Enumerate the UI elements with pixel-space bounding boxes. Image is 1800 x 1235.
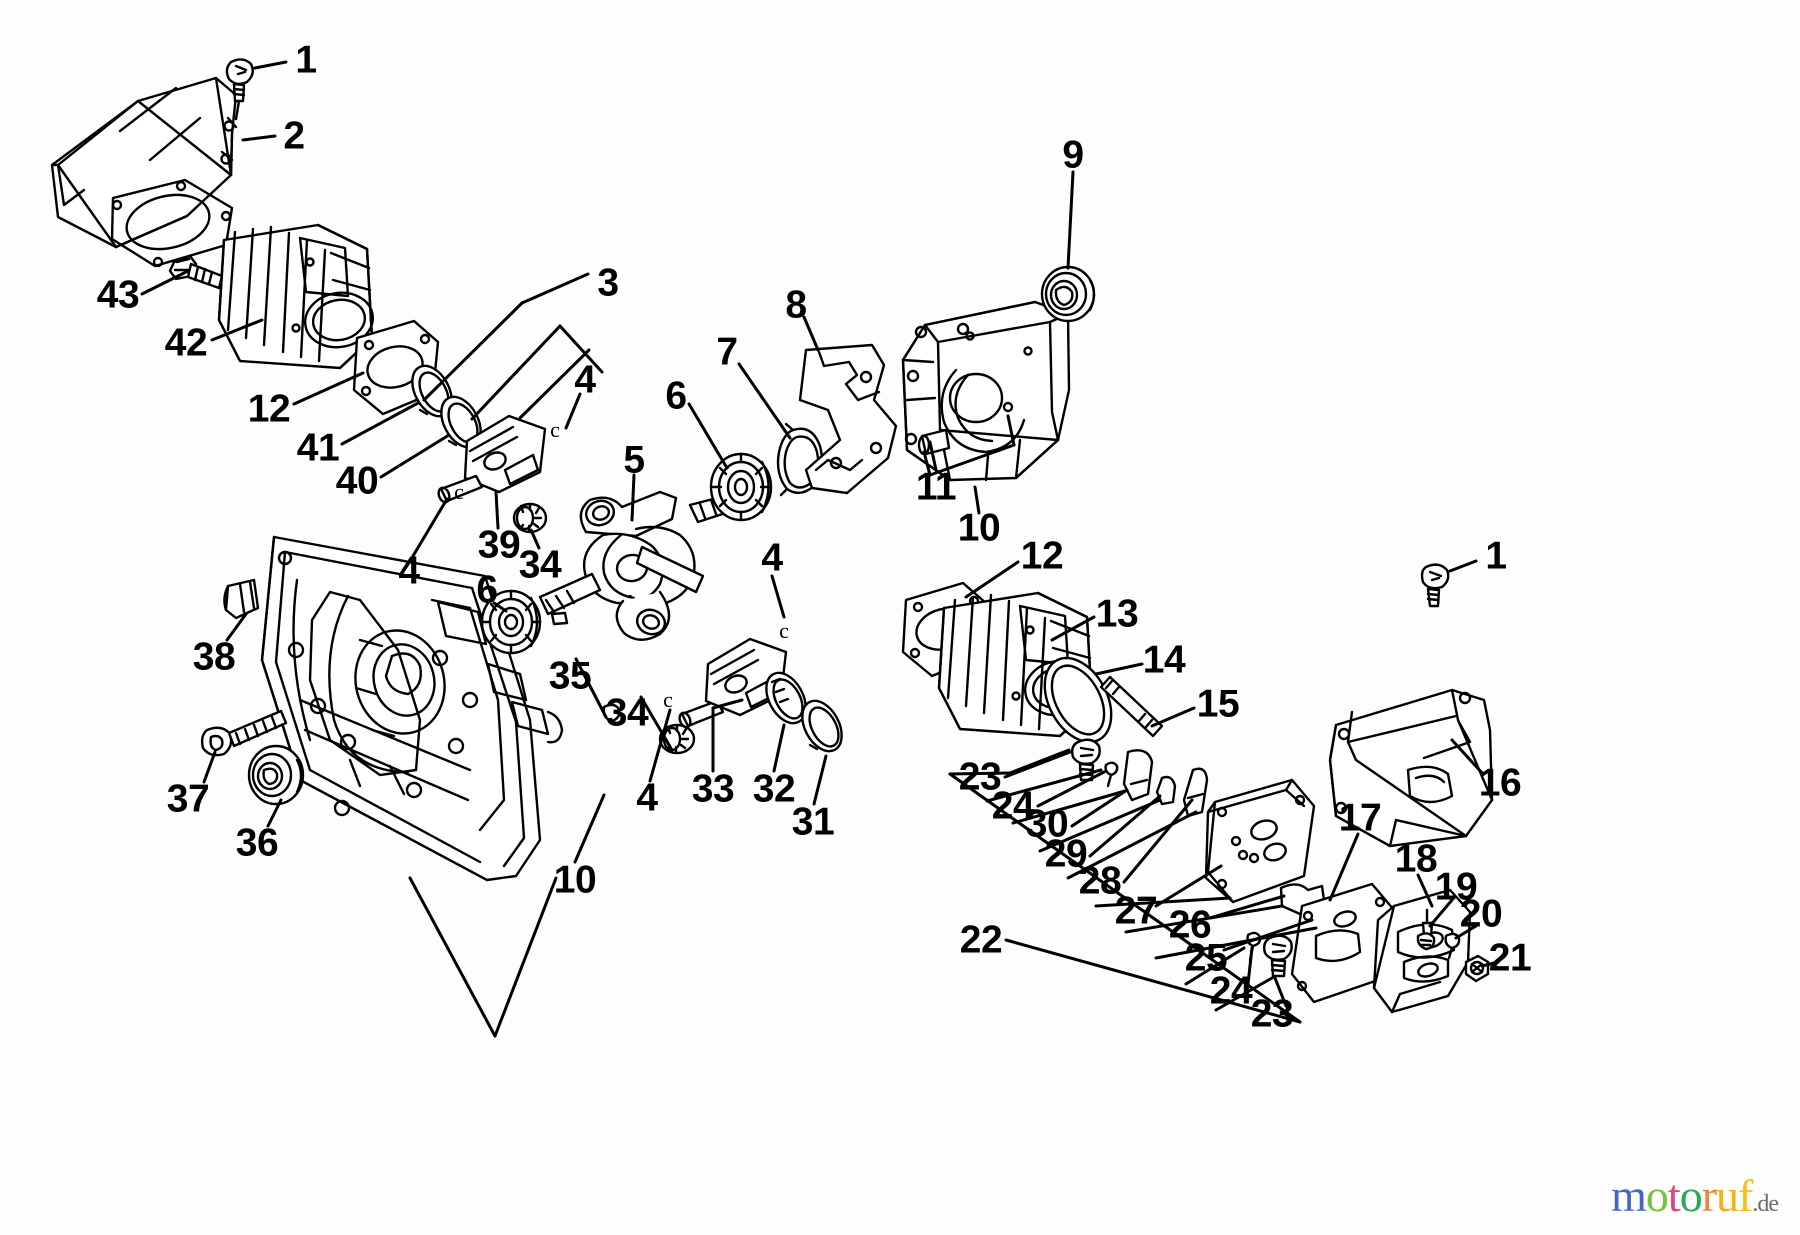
part-bolt-43 — [168, 254, 224, 290]
callout-number-41: 41 — [296, 426, 340, 470]
ring-mark-c: c — [779, 618, 789, 643]
callout-number-32: 32 — [752, 767, 796, 811]
callout-number-4: 4 — [761, 536, 783, 580]
callout-number-13: 13 — [1095, 592, 1139, 636]
part-piston-3 — [463, 414, 547, 494]
callout-number-19: 19 — [1434, 865, 1478, 909]
callout-number-40: 40 — [335, 459, 379, 503]
callout-number-31: 31 — [791, 800, 835, 844]
ring-mark-c: c — [454, 479, 464, 504]
part-air-filter-cover-left — [50, 76, 238, 268]
callout-number-16: 16 — [1478, 761, 1522, 805]
callout-number-35: 35 — [548, 654, 592, 698]
watermark-letter: o — [1679, 1170, 1703, 1221]
callout-number-2: 2 — [283, 114, 305, 158]
callout-number-25: 25 — [1184, 936, 1228, 980]
part-cylinder-42 — [217, 223, 375, 370]
callout-number-12: 12 — [247, 387, 291, 431]
callout-number-14: 14 — [1142, 638, 1186, 682]
part-crankcase-gasket-8 — [798, 343, 898, 495]
callout-number-8: 8 — [785, 283, 807, 327]
callout-number-24: 24 — [991, 784, 1035, 828]
callout-number-27: 27 — [1114, 889, 1158, 933]
watermark-letter: m — [1611, 1170, 1647, 1221]
callout-number-10: 10 — [553, 858, 597, 902]
callout-number-21: 21 — [1488, 936, 1532, 980]
watermark-suffix: .de — [1752, 1191, 1779, 1217]
callout-number-26: 26 — [1168, 903, 1212, 947]
callout-number-6: 6 — [476, 568, 498, 612]
watermark-letter: u — [1716, 1170, 1739, 1221]
part-carb-body-27 — [1204, 778, 1316, 904]
callout-number-9: 9 — [1062, 133, 1084, 177]
callout-number-6: 6 — [665, 374, 687, 418]
watermark-letter: r — [1701, 1170, 1717, 1221]
part-oil-seal-9 — [1040, 265, 1096, 323]
callout-number-12: 12 — [1020, 534, 1064, 578]
leader-lines — [140, 60, 1500, 1038]
part-crankshaft-5 — [538, 487, 758, 641]
site-watermark: motoruf.de — [1611, 1170, 1779, 1221]
part-ball-bearing-6-upper — [709, 452, 773, 522]
part-ball-bearing-6-lower — [480, 589, 542, 655]
part-crankcase-10-left — [260, 535, 564, 882]
callout-number-17: 17 — [1338, 796, 1382, 840]
ring-mark-c: c — [550, 417, 560, 442]
callout-number-15: 15 — [1196, 682, 1240, 726]
part-bushing-36 — [247, 744, 305, 806]
callout-number-22: 22 — [959, 918, 1003, 962]
part-nut-21 — [1464, 954, 1490, 983]
callout-number-30: 30 — [1025, 802, 1069, 846]
part-screw-37 — [200, 709, 288, 757]
callout-number-28: 28 — [1078, 859, 1122, 903]
part-screw-1-right — [1420, 563, 1450, 608]
callout-number-18: 18 — [1394, 837, 1438, 881]
part-valve-29 — [1155, 775, 1177, 806]
part-lever-30 — [1122, 749, 1154, 802]
callout-number-1: 1 — [1485, 534, 1507, 578]
part-pin-24-upper — [1104, 761, 1119, 788]
ring-mark-c: c — [663, 687, 673, 712]
watermark-letter: t — [1667, 1170, 1681, 1221]
part-stud-15 — [1099, 675, 1164, 738]
callout-number-43: 43 — [96, 273, 140, 317]
callout-number-42: 42 — [164, 321, 208, 365]
part-shroud-16 — [1328, 688, 1494, 848]
callout-number-10: 10 — [957, 506, 1001, 550]
callout-number-33: 33 — [691, 767, 735, 811]
callout-number-3: 3 — [597, 261, 619, 305]
callout-number-24: 24 — [1209, 969, 1253, 1013]
part-gasket-ring-14 — [1043, 656, 1113, 744]
part-screw-1-left — [225, 58, 254, 121]
callout-number-34: 34 — [518, 543, 562, 587]
callout-number-7: 7 — [716, 330, 738, 374]
part-piston-ring-32 — [765, 671, 807, 725]
callout-number-11: 11 — [915, 465, 957, 509]
part-bushing-38 — [223, 578, 260, 620]
part-screw-23-lower — [1262, 934, 1293, 978]
callout-number-4: 4 — [574, 358, 596, 402]
callout-number-23: 23 — [958, 755, 1002, 799]
callout-number-36: 36 — [235, 821, 279, 865]
part-carburetor-18 — [1372, 888, 1472, 1014]
part-lever-28 — [1182, 767, 1209, 818]
callout-number-4: 4 — [636, 776, 658, 820]
callout-number-5: 5 — [623, 438, 645, 482]
callout-number-29: 29 — [1044, 832, 1088, 876]
part-piston-ring-31 — [801, 699, 843, 753]
callout-number-1: 1 — [295, 38, 317, 82]
watermark-letter: f — [1738, 1170, 1753, 1221]
callout-number-20: 20 — [1459, 892, 1503, 936]
callout-number-4: 4 — [398, 549, 420, 593]
callout-number-37: 37 — [166, 777, 210, 821]
callout-number-34: 34 — [605, 691, 649, 735]
part-needle-bearing-34-upper — [512, 502, 548, 534]
callout-number-38: 38 — [192, 635, 236, 679]
callout-number-23: 23 — [1250, 992, 1294, 1036]
callout-number-39: 39 — [477, 523, 521, 567]
watermark-letter: o — [1645, 1170, 1669, 1221]
